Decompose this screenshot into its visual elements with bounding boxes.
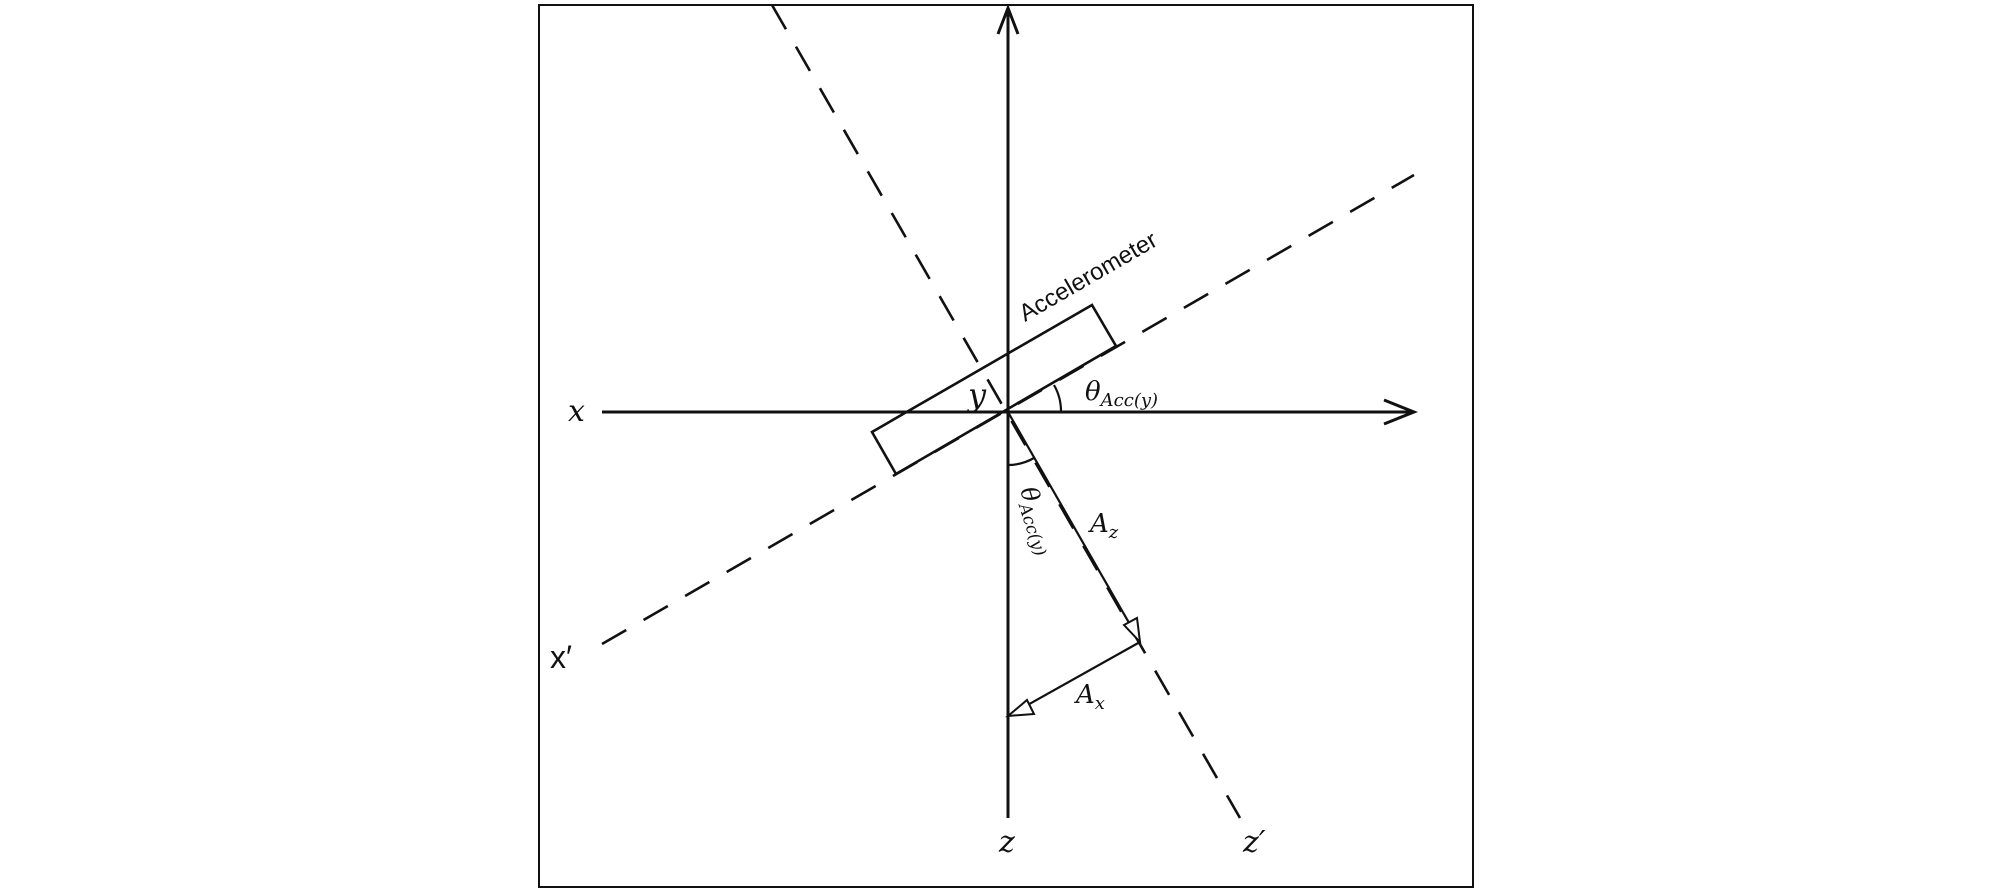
- diagram-frame: [538, 4, 1474, 888]
- theta-arc-horizontal: [1053, 384, 1063, 413]
- a-x-subscript: x: [1095, 693, 1105, 714]
- y-axis-label: y: [966, 376, 987, 414]
- x-axis-arrowhead: [1383, 398, 1419, 426]
- theta-arc-vertical: [1007, 457, 1035, 467]
- a-z-subscript: z: [1108, 522, 1119, 543]
- a-z-base: A: [1088, 509, 1109, 539]
- accelerometer-body: [870, 303, 1118, 476]
- a-x-vector: [1007, 641, 1141, 717]
- vertical-axis-arrowhead: [996, 3, 1020, 35]
- a-x-base: A: [1074, 680, 1095, 710]
- theta-subscript-vertical: Acc(y): [1013, 499, 1049, 559]
- a-x-arrowhead: [1004, 698, 1036, 718]
- theta-symbol: θ: [1085, 377, 1101, 407]
- theta-subscript: Acc(y): [1099, 390, 1158, 411]
- a-z-label: Az: [1088, 509, 1119, 543]
- x-prime-dashed-axis: [601, 173, 1415, 646]
- z-prime-dashed-axis: [770, 4, 1242, 819]
- x-axis-label: x: [568, 394, 585, 429]
- accelerometer-label: Accelerometer: [1015, 226, 1163, 327]
- z-axis-label: z: [998, 825, 1015, 860]
- a-x-label: Ax: [1074, 680, 1105, 714]
- theta-label-horizontal: θAcc(y): [1085, 377, 1158, 411]
- a-z-arrowhead: [1122, 616, 1142, 645]
- a-z-vector: [1007, 411, 1141, 643]
- x-prime-axis-label: x′: [550, 639, 572, 675]
- z-prime-axis-label: z′: [1242, 825, 1266, 860]
